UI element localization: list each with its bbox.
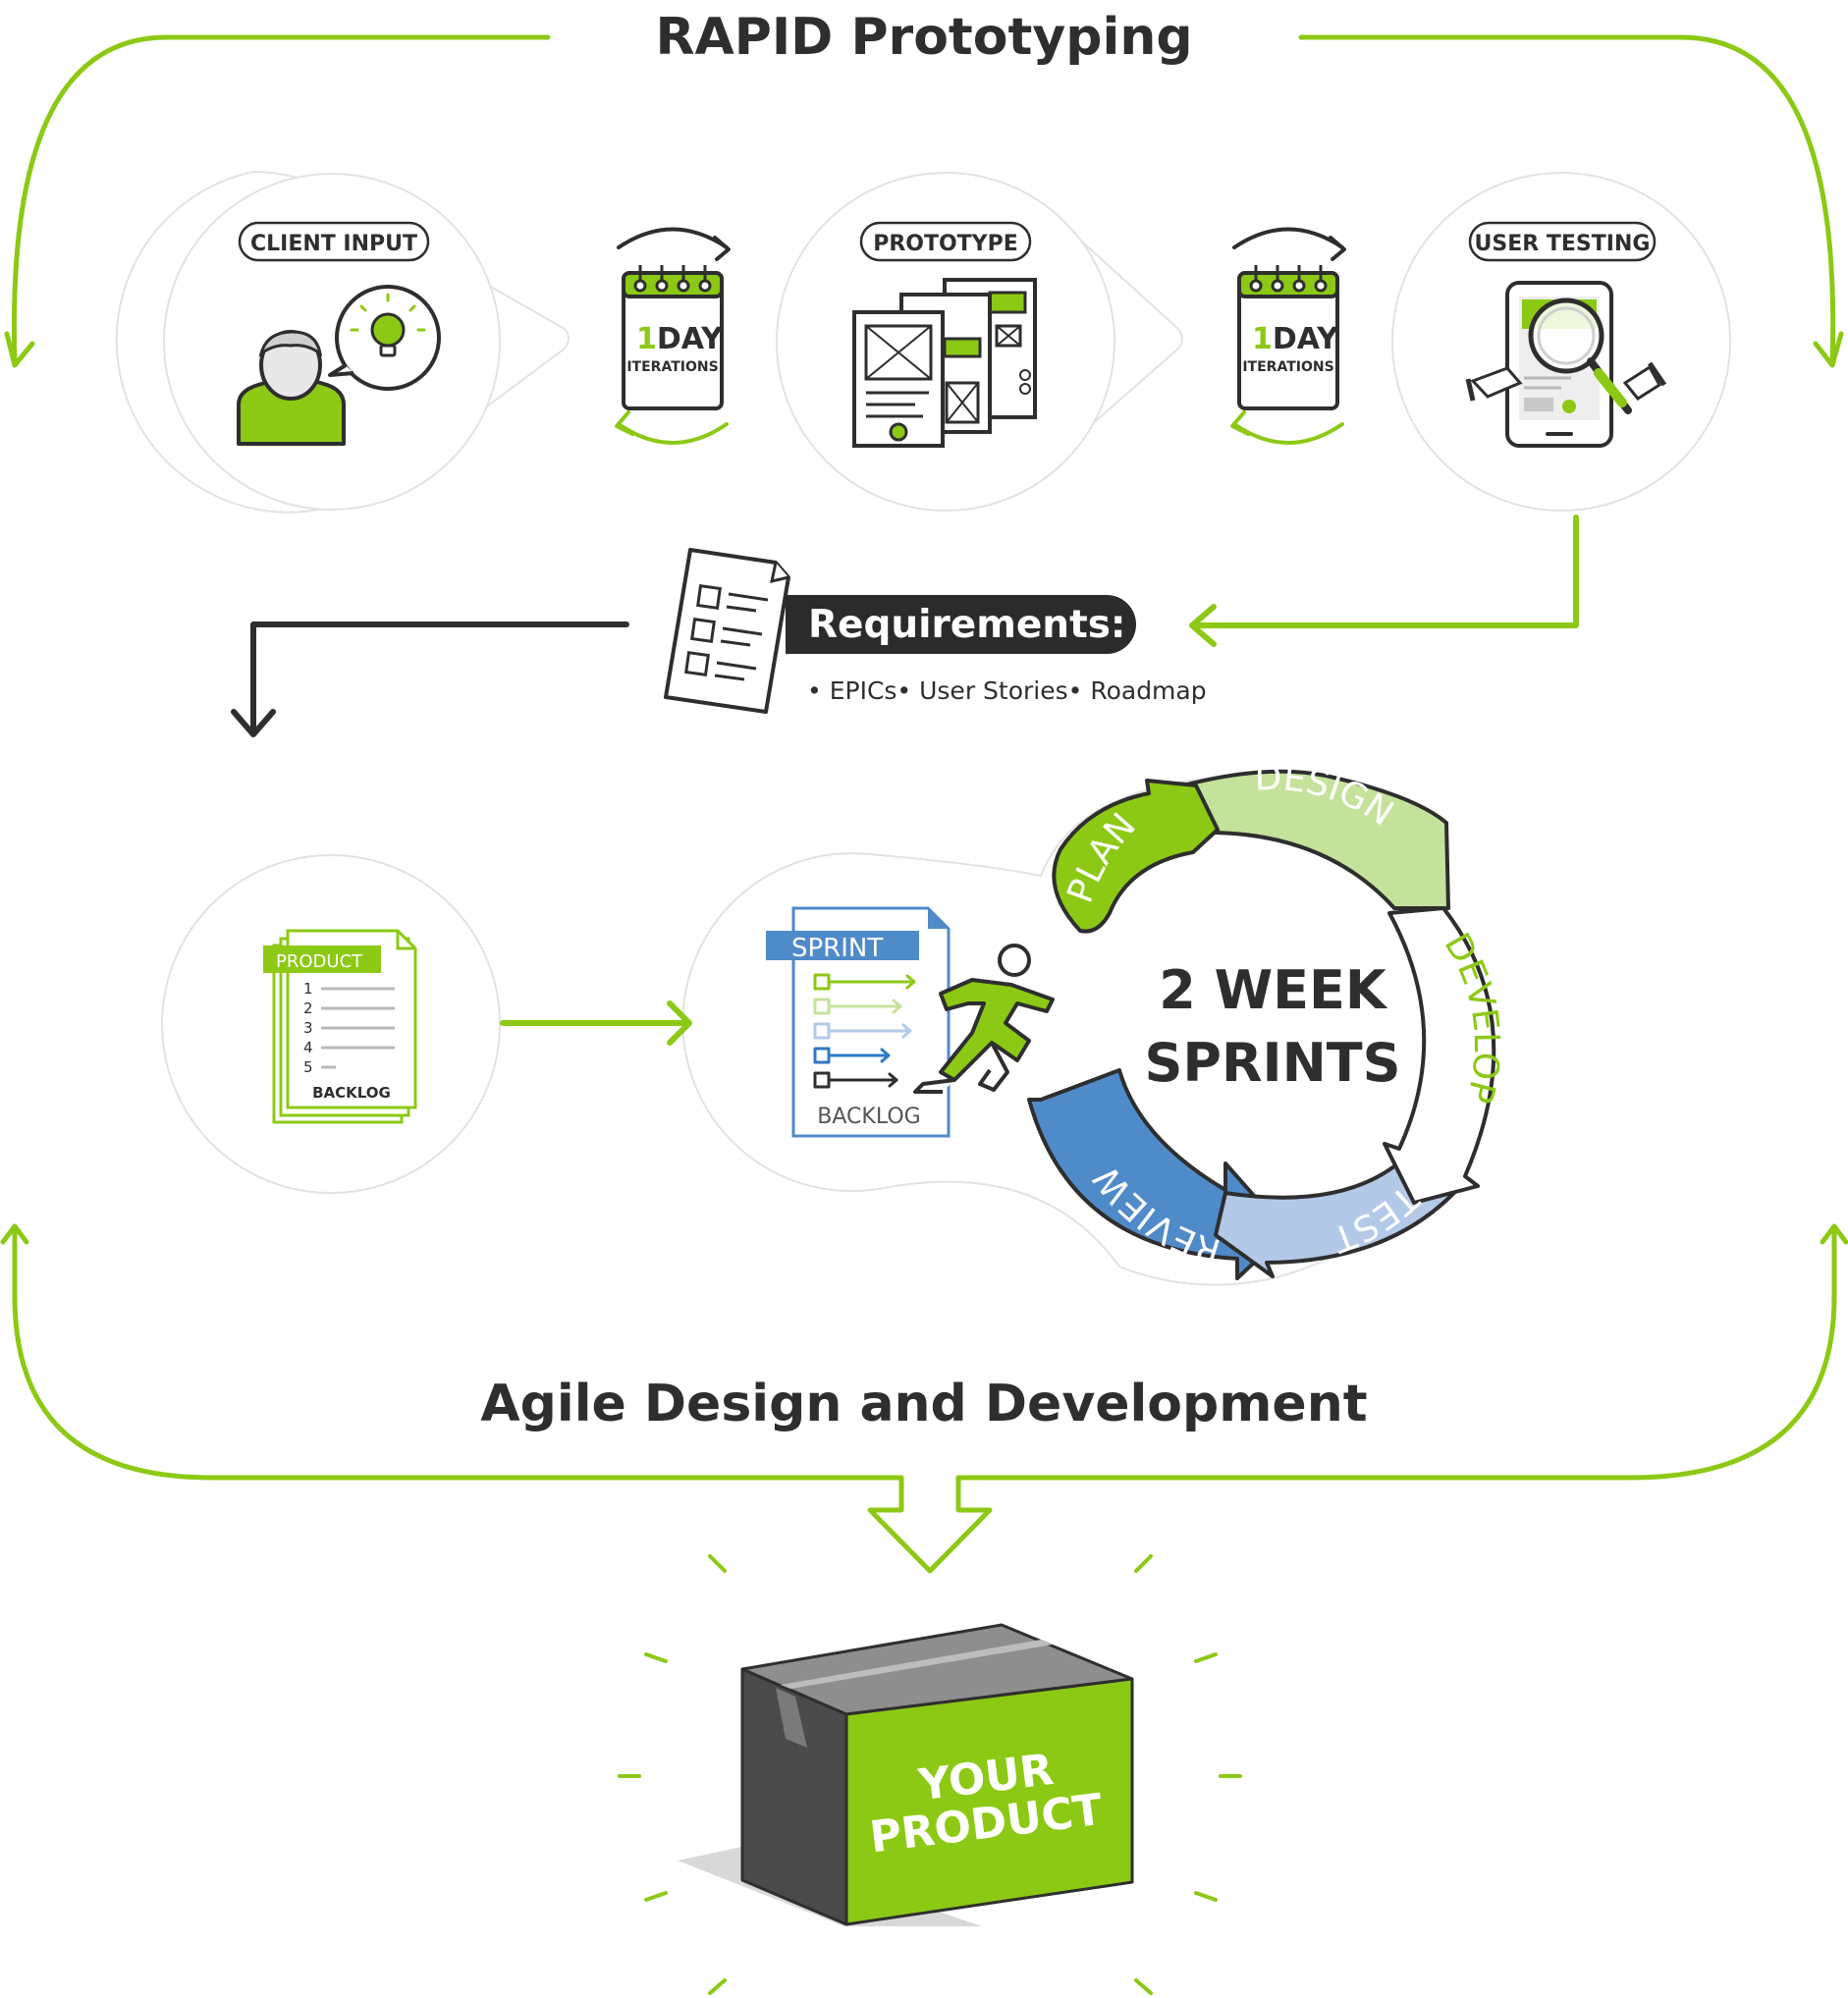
backlog-number-2: 2 [303,999,313,1017]
requirements-title: Requirements: [808,603,1126,647]
iteration-2-caption: ITERATIONS [1242,359,1333,375]
cycle-arrow-develop [1383,906,1496,1205]
backlog-number-5: 5 [303,1058,313,1076]
cycle-arrow-plan [1052,779,1220,934]
user-testing-icon [1465,281,1667,448]
iteration-2-number: 1 [1252,322,1273,356]
requirements-items: • EPICs• User Stories• Roadmap [807,676,1207,705]
backlog-number-3: 3 [303,1019,313,1037]
requirements-to-backlog-arrow [231,621,629,737]
iteration-1-unit: DAY [657,322,724,356]
runner-icon [913,944,1055,1094]
top-loop-arrow-right [1298,34,1844,368]
prototype-pill: PROTOTYPE [859,221,1032,262]
backlog-number-1: 1 [303,980,313,998]
bottom-loop-arrow [0,1223,1848,1574]
iteration-calendar-2: 1DAY ITERATIONS [1230,227,1346,445]
user-testing-label: USER TESTING [1475,232,1651,256]
iteration-1-number: 1 [636,322,657,356]
backlog-to-sprint-arrow [500,1000,692,1046]
sprints-center-line1: 2 WEEK [1159,959,1388,1021]
iteration-calendar-1: 1DAY ITERATIONS [615,227,731,445]
wireframes-icon [852,278,1037,448]
requirements-document-icon [664,548,790,714]
prototype-bubble [1040,203,1183,470]
product-backlog-icon: PRODUCT 1 2 3 4 5 BACKLOG [263,929,417,1124]
client-input-label: CLIENT INPUT [250,232,417,256]
user-testing-pill: USER TESTING [1468,221,1657,262]
svg-text:1DAY: 1DAY [636,322,724,356]
client-input-pill: CLIENT INPUT [238,221,430,262]
sprint-backlog-footer: BACKLOG [817,1105,920,1129]
sprint-backlog-header: SPRINT [791,934,883,963]
product-backlog-header: PRODUCT [276,951,363,972]
agile-title-backdrop [530,1373,1316,1441]
sprints-center-line2: SPRINTS [1144,1032,1400,1094]
product-backlog-footer: BACKLOG [312,1084,391,1102]
rapid-prototyping-title: RAPID Prototyping [655,8,1192,67]
product-box: YOUR PRODUCT [740,1623,1134,1926]
svg-text:1DAY: 1DAY [1252,322,1339,356]
client-idea-icon [237,285,441,446]
sprint-backlog-icon: SPRINT BACKLOG [766,906,951,1138]
top-loop-arrow-left [4,34,551,368]
product-burst-lines [618,1554,1242,1995]
iteration-2-unit: DAY [1273,322,1339,356]
agile-design-title: Agile Design and Development [480,1375,1367,1433]
client-input-bubble [115,170,570,513]
requirements-badge [786,595,1136,654]
prototype-label: PROTOTYPE [873,232,1018,256]
iteration-1-caption: ITERATIONS [626,359,718,375]
cycle-arrow-design [1181,769,1450,910]
user-testing-to-requirements-arrow [1189,514,1579,647]
backlog-number-4: 4 [303,1039,313,1056]
